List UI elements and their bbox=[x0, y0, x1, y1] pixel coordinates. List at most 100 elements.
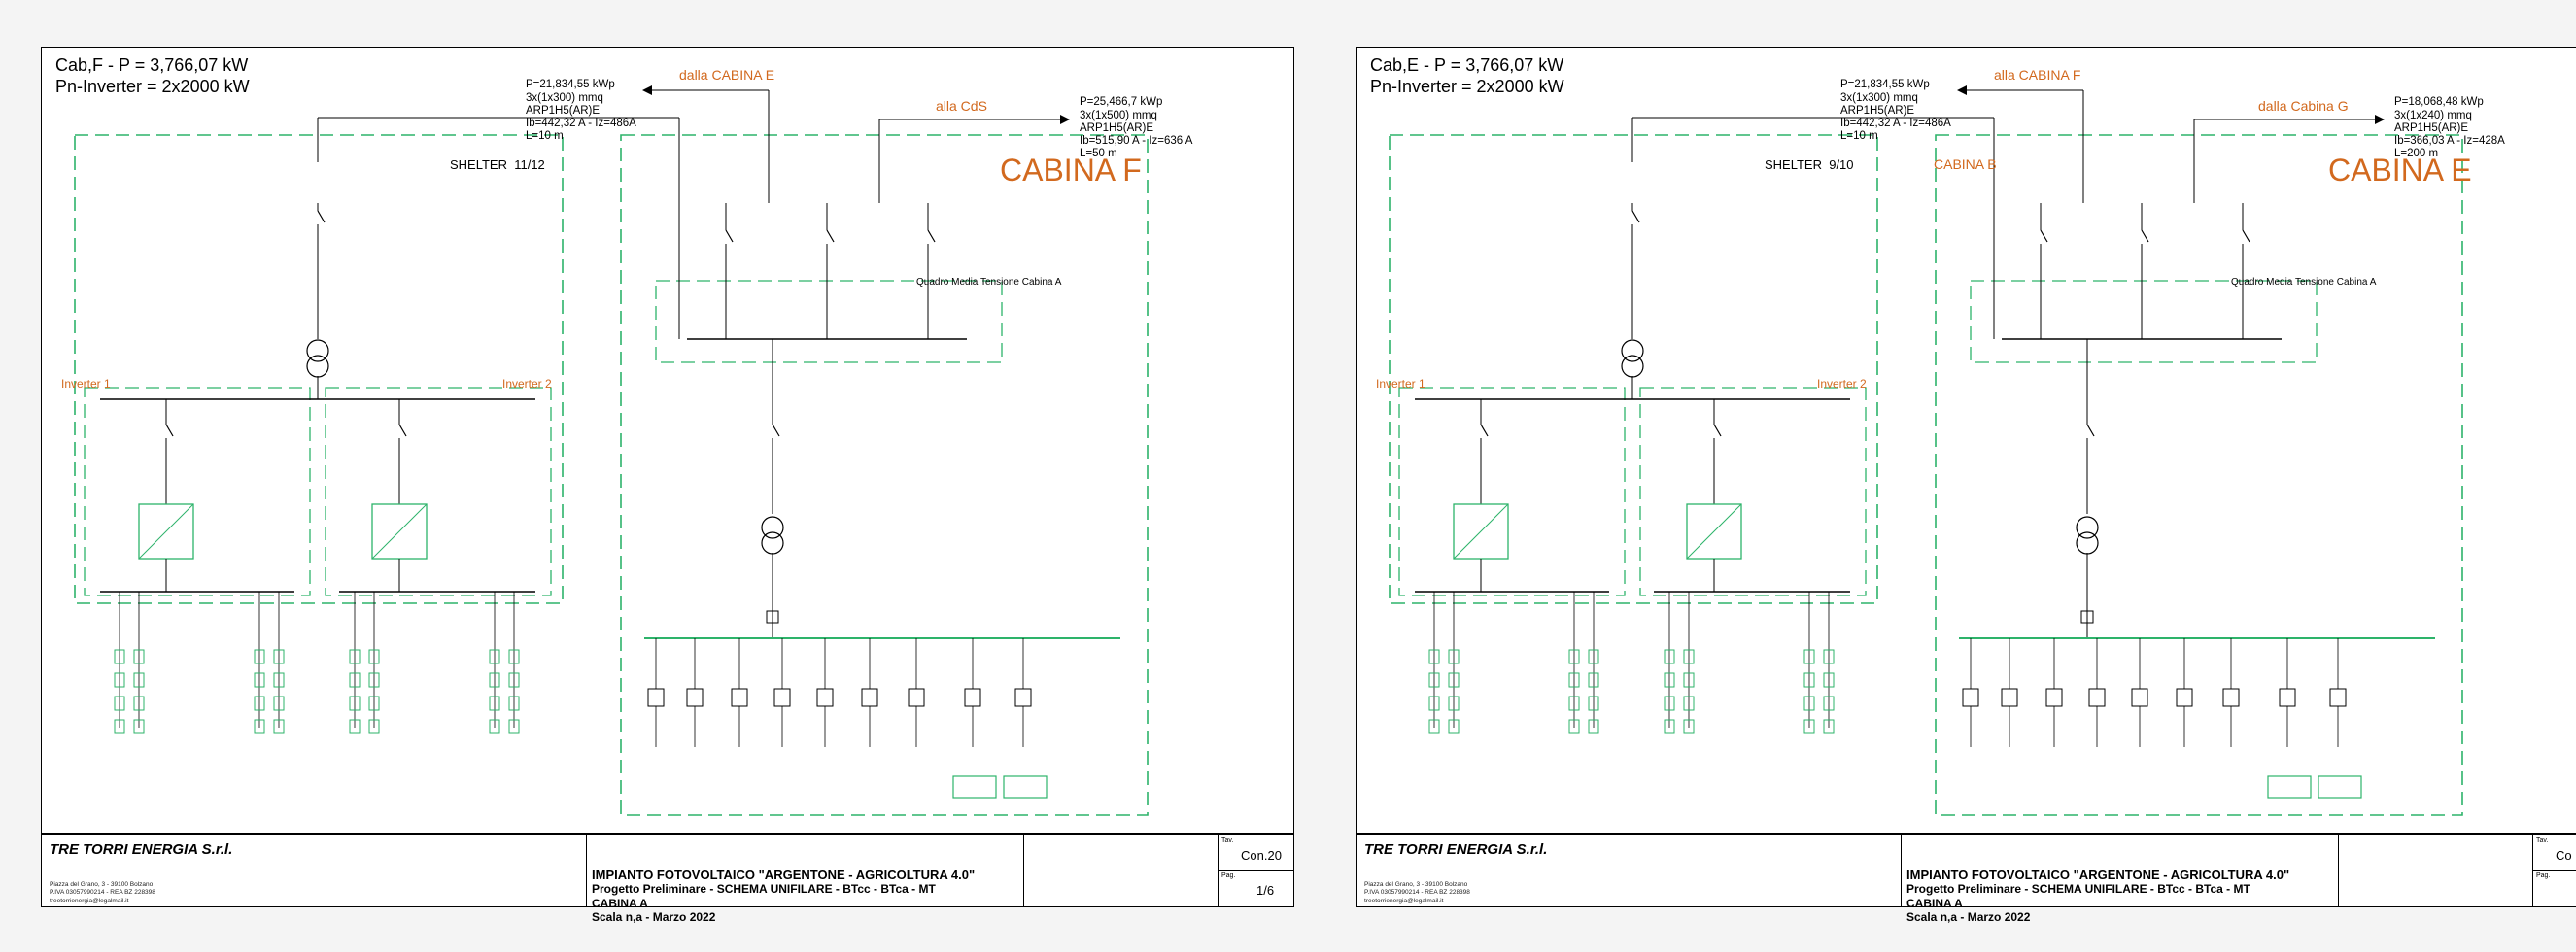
aux-breaker bbox=[2001, 688, 2018, 707]
aux-breaker bbox=[2176, 688, 2193, 707]
transformer-winding bbox=[2076, 516, 2099, 539]
pv-module bbox=[1803, 649, 1815, 664]
pv-module bbox=[368, 719, 380, 734]
aux-breaker bbox=[964, 688, 981, 707]
cabina-sub-label: CABINA B bbox=[1934, 156, 1997, 172]
fuse-box bbox=[2080, 610, 2094, 624]
pv-module bbox=[508, 696, 520, 711]
aux-breaker bbox=[861, 688, 878, 707]
pv-module bbox=[273, 672, 285, 688]
breaker-contact bbox=[1631, 210, 1640, 223]
transformer-winding bbox=[1621, 339, 1644, 362]
pv-module bbox=[114, 649, 125, 664]
aux-breaker bbox=[1962, 688, 1979, 707]
fuse-box bbox=[766, 610, 779, 624]
aux-breaker bbox=[2045, 688, 2063, 707]
transformer-winding bbox=[306, 355, 329, 378]
pag-label: Pag. bbox=[1221, 872, 1236, 879]
pv-module bbox=[254, 696, 265, 711]
pv-module bbox=[349, 696, 361, 711]
pv-module bbox=[114, 672, 125, 688]
pv-module bbox=[1448, 672, 1460, 688]
arrow-to-label: dalla Cabina G bbox=[2258, 98, 2349, 114]
transformer-winding bbox=[761, 516, 784, 539]
pv-module bbox=[133, 649, 145, 664]
breaker-contact bbox=[2141, 229, 2149, 243]
header-power: Cab,F - P = 3,766,07 kW bbox=[55, 55, 249, 75]
pv-module bbox=[1448, 696, 1460, 711]
inverter-2-label: Inverter 2 bbox=[502, 377, 552, 391]
pv-module bbox=[1664, 649, 1675, 664]
inverter-diagonal bbox=[138, 503, 194, 560]
pv-module bbox=[1588, 672, 1599, 688]
pv-module bbox=[1568, 696, 1580, 711]
pv-module bbox=[1428, 696, 1440, 711]
sheet-ref-cell: Tav. Con.20 Pag. 1/6 bbox=[1218, 835, 1293, 906]
pv-module bbox=[1568, 672, 1580, 688]
pv-module bbox=[133, 672, 145, 688]
pv-module bbox=[489, 696, 500, 711]
breaker-contact bbox=[2086, 424, 2095, 437]
inverter-2-box bbox=[1639, 387, 1867, 596]
inverter-1-label: Inverter 1 bbox=[1376, 377, 1425, 391]
pv-module bbox=[489, 672, 500, 688]
pag-value: 1/6 bbox=[1256, 883, 1275, 898]
aux-breaker bbox=[2131, 688, 2148, 707]
pv-module bbox=[1428, 719, 1440, 734]
breaker-contact bbox=[826, 229, 835, 243]
drawing-sheet-1: Cab,F - P = 3,766,07 kW Pn-Inverter = 2x… bbox=[41, 47, 1294, 924]
pv-module bbox=[114, 696, 125, 711]
header-inverter: Pn-Inverter = 2x2000 kW bbox=[55, 77, 250, 96]
breaker-contact bbox=[165, 424, 174, 437]
transformer-winding bbox=[1621, 355, 1644, 378]
transformer-winding bbox=[306, 339, 329, 362]
schematic-1 bbox=[74, 85, 1149, 816]
shelter-label: SHELTER 11/12 bbox=[450, 157, 545, 172]
shelter-label: SHELTER 9/10 bbox=[1765, 157, 1854, 172]
company-name: TRE TORRI ENERGIA S.r.l. bbox=[1364, 841, 1548, 858]
qmt-box bbox=[655, 280, 1003, 363]
pv-module bbox=[1823, 672, 1835, 688]
pag-label: Pag. bbox=[2536, 872, 2551, 879]
pv-module bbox=[368, 649, 380, 664]
aux-breaker bbox=[773, 688, 791, 707]
arrow-to-label: alla CdS bbox=[936, 98, 987, 114]
title-block: TRE TORRI ENERGIA S.r.l. Piazza del Gran… bbox=[1357, 833, 2576, 924]
cabina-label: CABINA F bbox=[1000, 153, 1142, 187]
pv-module bbox=[254, 719, 265, 734]
pv-module bbox=[273, 719, 285, 734]
pv-module bbox=[1664, 672, 1675, 688]
cabina-label: CABINA E bbox=[2328, 153, 2472, 187]
company-cell: TRE TORRI ENERGIA S.r.l. Piazza del Gran… bbox=[1357, 835, 1902, 906]
pv-module bbox=[1588, 649, 1599, 664]
pv-module bbox=[1428, 672, 1440, 688]
shelter-box bbox=[1389, 134, 1878, 604]
pv-module bbox=[1823, 649, 1835, 664]
inverter-diagonal bbox=[371, 503, 428, 560]
breaker-contact bbox=[2242, 229, 2250, 243]
pv-module bbox=[1588, 696, 1599, 711]
pv-module bbox=[133, 696, 145, 711]
shelter-box bbox=[74, 134, 564, 604]
blank-cell bbox=[1023, 835, 1219, 906]
tav-label: Tav. bbox=[1221, 837, 1234, 844]
inverter-2-box bbox=[325, 387, 552, 596]
pv-module bbox=[1588, 719, 1599, 734]
inverter-diagonal bbox=[1686, 503, 1742, 560]
pv-module bbox=[368, 672, 380, 688]
pv-module bbox=[1664, 696, 1675, 711]
company-cell: TRE TORRI ENERGIA S.r.l. Piazza del Gran… bbox=[42, 835, 587, 906]
pv-module bbox=[1683, 649, 1695, 664]
pv-module bbox=[1664, 719, 1675, 734]
transformer-winding bbox=[761, 531, 784, 555]
arrow-from-label: alla CABINA F bbox=[1994, 67, 2081, 83]
breaker-contact bbox=[398, 424, 407, 437]
pv-module bbox=[1683, 696, 1695, 711]
aux-breaker bbox=[647, 688, 665, 707]
motor-panel bbox=[1003, 775, 1048, 799]
pv-module bbox=[273, 696, 285, 711]
